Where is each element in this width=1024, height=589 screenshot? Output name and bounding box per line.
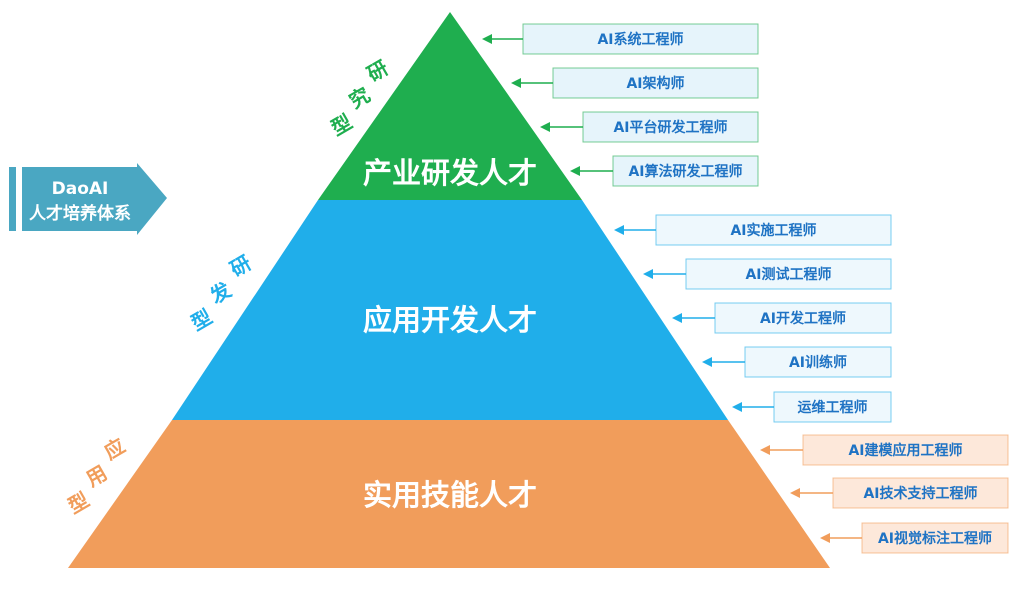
side-char: 研 [226, 251, 255, 282]
role-box [773, 391, 892, 423]
role-box [685, 258, 892, 290]
role-item: AI算法研发工程师 [570, 155, 759, 187]
arrow-left-icon [511, 78, 521, 88]
tier-development-trapezoid [172, 200, 728, 420]
arrow-left-icon [614, 225, 624, 235]
role-label: AI算法研发工程师 [628, 163, 742, 180]
tier-title-development: 应用开发人才 [363, 303, 537, 337]
role-item: AI平台研发工程师 [540, 111, 759, 143]
role-box [832, 477, 1009, 509]
arrow-left-icon [732, 402, 742, 412]
arrow-left-icon [482, 34, 492, 44]
role-box [552, 67, 759, 99]
role-label: AI系统工程师 [597, 31, 683, 48]
role-label: 运维工程师 [798, 399, 868, 416]
role-box [714, 302, 892, 334]
tier-title-practical: 实用技能人才 [363, 478, 537, 512]
role-item: AI视觉标注工程师 [820, 522, 1009, 554]
role-box [802, 434, 1009, 466]
arrow-left-icon [702, 357, 712, 367]
tier-title-research: 产业研发人才 [363, 156, 537, 190]
arrow-left-icon [643, 269, 653, 279]
side-char: 用 [82, 461, 111, 492]
badge-bar [9, 167, 16, 231]
side-char: 研 [363, 56, 392, 87]
arrow-left-icon [570, 166, 580, 176]
role-label: AI开发工程师 [760, 310, 846, 327]
role-box [861, 522, 1009, 554]
role-box [522, 23, 759, 55]
role-label: AI建模应用工程师 [848, 442, 962, 459]
role-label: AI实施工程师 [730, 222, 816, 239]
role-item: AI系统工程师 [482, 23, 759, 55]
role-label: AI训练师 [789, 354, 847, 371]
role-item: AI开发工程师 [672, 302, 892, 334]
role-box [582, 111, 759, 143]
role-label: AI技术支持工程师 [863, 485, 977, 502]
side-char: 应 [100, 434, 129, 465]
role-label: AI测试工程师 [745, 266, 831, 283]
arrow-left-icon [760, 445, 770, 455]
role-box [612, 155, 759, 187]
role-box [655, 214, 892, 246]
role-item: AI实施工程师 [614, 214, 892, 246]
side-char: 型 [64, 488, 93, 519]
role-item: AI训练师 [702, 346, 892, 378]
tier-practical-trapezoid [68, 420, 830, 568]
side-char: 型 [327, 110, 356, 141]
tier-research-triangle [318, 12, 582, 200]
role-label: AI平台研发工程师 [613, 119, 727, 136]
side-char: 究 [345, 83, 374, 114]
arrow-left-icon [820, 533, 830, 543]
badge-line2: 人才培养体系 [29, 203, 131, 224]
role-label: AI架构师 [626, 75, 684, 92]
arrow-left-icon [790, 488, 800, 498]
role-label: AI视觉标注工程师 [878, 530, 992, 547]
role-item: AI建模应用工程师 [760, 434, 1009, 466]
side-char: 发 [205, 277, 236, 309]
badge-line1: DaoAI [52, 179, 109, 199]
role-item: AI架构师 [511, 67, 759, 99]
role-item: AI测试工程师 [643, 258, 892, 290]
role-item: AI技术支持工程师 [790, 477, 1009, 509]
arrow-left-icon [540, 122, 550, 132]
role-item: 运维工程师 [732, 391, 892, 423]
badge-arrow [22, 163, 167, 235]
talent-system-badge: DaoAI 人才培养体系 [9, 163, 167, 235]
role-boxes: AI系统工程师 AI架构师 AI平台研发工程师 AI算法研发工程师 AI实施工程师 AI测… [482, 23, 1009, 554]
arrow-left-icon [672, 313, 682, 323]
role-box [744, 346, 892, 378]
side-char: 型 [187, 305, 216, 336]
